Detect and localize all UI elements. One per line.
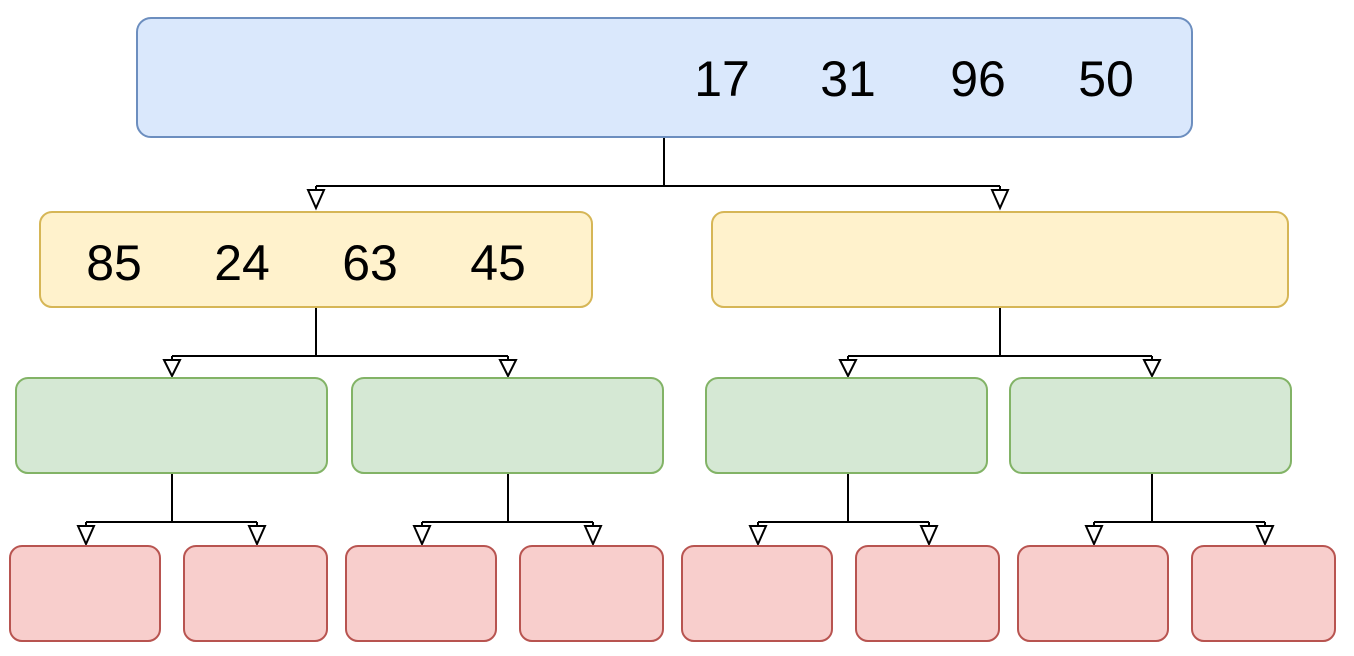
- node-value: 24: [214, 235, 270, 291]
- node-value: 45: [470, 235, 526, 291]
- arrow-root-right: [990, 189, 1010, 211]
- node-level3-4: [519, 545, 664, 642]
- edges-root: [306, 138, 1010, 211]
- node-level2-2: [351, 377, 664, 474]
- node-value: 31: [820, 51, 876, 107]
- node-level3-5: [681, 545, 833, 642]
- node-level3-2: [183, 545, 328, 642]
- node-level2-3: [705, 377, 988, 474]
- node-level3-6: [855, 545, 1000, 642]
- node-value: 85: [86, 235, 142, 291]
- node-level1-left: 85 24 63 45: [39, 211, 593, 308]
- edges-level1: [162, 308, 1162, 379]
- arrow-root-left: [306, 189, 326, 211]
- node-value: 50: [1078, 51, 1134, 107]
- node-level2-4: [1009, 377, 1292, 474]
- node-value: 17: [694, 51, 750, 107]
- node-value: 63: [342, 235, 398, 291]
- node-level3-8: [1191, 545, 1336, 642]
- node-level2-1: [15, 377, 328, 474]
- node-value: 96: [950, 51, 1006, 107]
- node-level3-7: [1017, 545, 1169, 642]
- node-level3-1: [9, 545, 161, 642]
- edges-level2: [76, 474, 1275, 547]
- node-root: 17 31 96 50: [136, 17, 1193, 138]
- node-level1-right: [711, 211, 1289, 308]
- node-level3-3: [345, 545, 497, 642]
